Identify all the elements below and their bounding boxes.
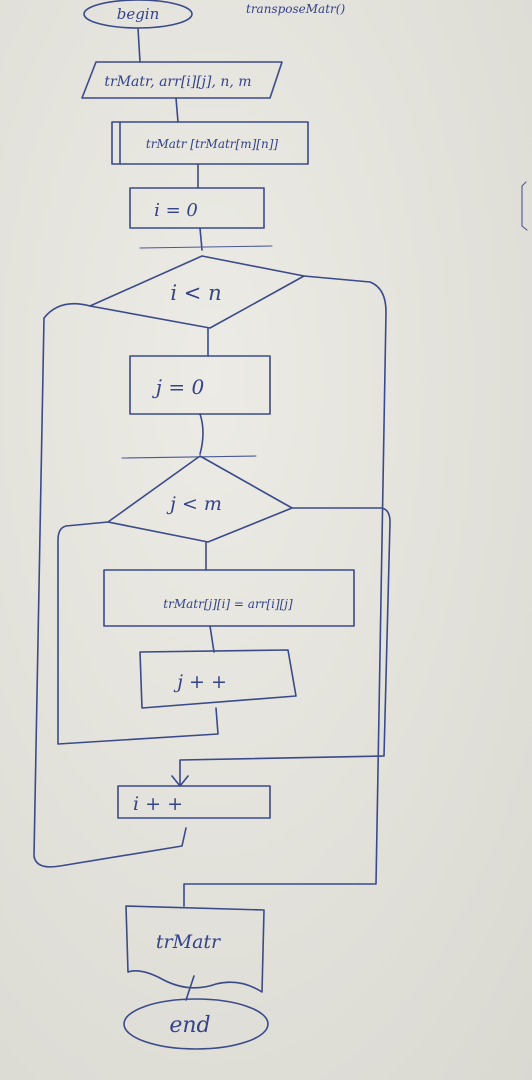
inc-i-label: i + + [133, 793, 183, 815]
outer-condition-label: i < n [170, 281, 221, 305]
function-name-note: transposeMatr() [246, 2, 345, 16]
inner-condition-diamond: j < m [107, 455, 293, 543]
outer-loop-junction [139, 245, 273, 249]
inc-j-process: j + + [139, 649, 297, 709]
connector-init-j-loop [199, 413, 204, 455]
output-document: trMatr [125, 905, 265, 993]
inner-condition-label: j < m [166, 493, 222, 515]
connector-input-declare [175, 97, 179, 123]
connector-start-input [137, 27, 141, 63]
inner-loop-junction [121, 455, 257, 459]
assign-process: trMatr[j][i] = arr[i][j] [103, 569, 355, 627]
init-i-process: i = 0 [129, 187, 265, 229]
outer-loop-back-edge [33, 302, 187, 868]
connector-output-end [185, 975, 195, 1001]
end-terminator: end [123, 998, 269, 1050]
end-label: end [169, 1013, 210, 1038]
connector-init-i-loop [199, 227, 203, 251]
outer-loop-exit-edge [183, 275, 387, 907]
inner-loop-exit-edge [179, 507, 391, 785]
input-parallelogram: trMatr, arr[i][j], n, m [81, 61, 283, 99]
assign-label: trMatr[j][i] = arr[i][j] [163, 597, 293, 611]
init-j-label: j = 0 [152, 375, 205, 399]
start-label: begin [117, 5, 160, 23]
inc-j-label: j + + [173, 671, 227, 693]
inc-i-process: i + + [117, 785, 271, 819]
connector-assign-inc-j [209, 625, 215, 653]
init-i-label: i = 0 [154, 200, 198, 221]
outer-condition-diamond: i < n [89, 255, 305, 329]
input-label: trMatr, arr[i][j], n, m [104, 74, 251, 90]
output-label: trMatr [156, 931, 222, 953]
declare-process: trMatr [trMatr[m][n]] [111, 121, 309, 165]
declare-label: trMatr [trMatr[m][n]] [146, 137, 278, 151]
inner-loop-back-edge [57, 521, 219, 745]
margin-mark [521, 181, 528, 231]
